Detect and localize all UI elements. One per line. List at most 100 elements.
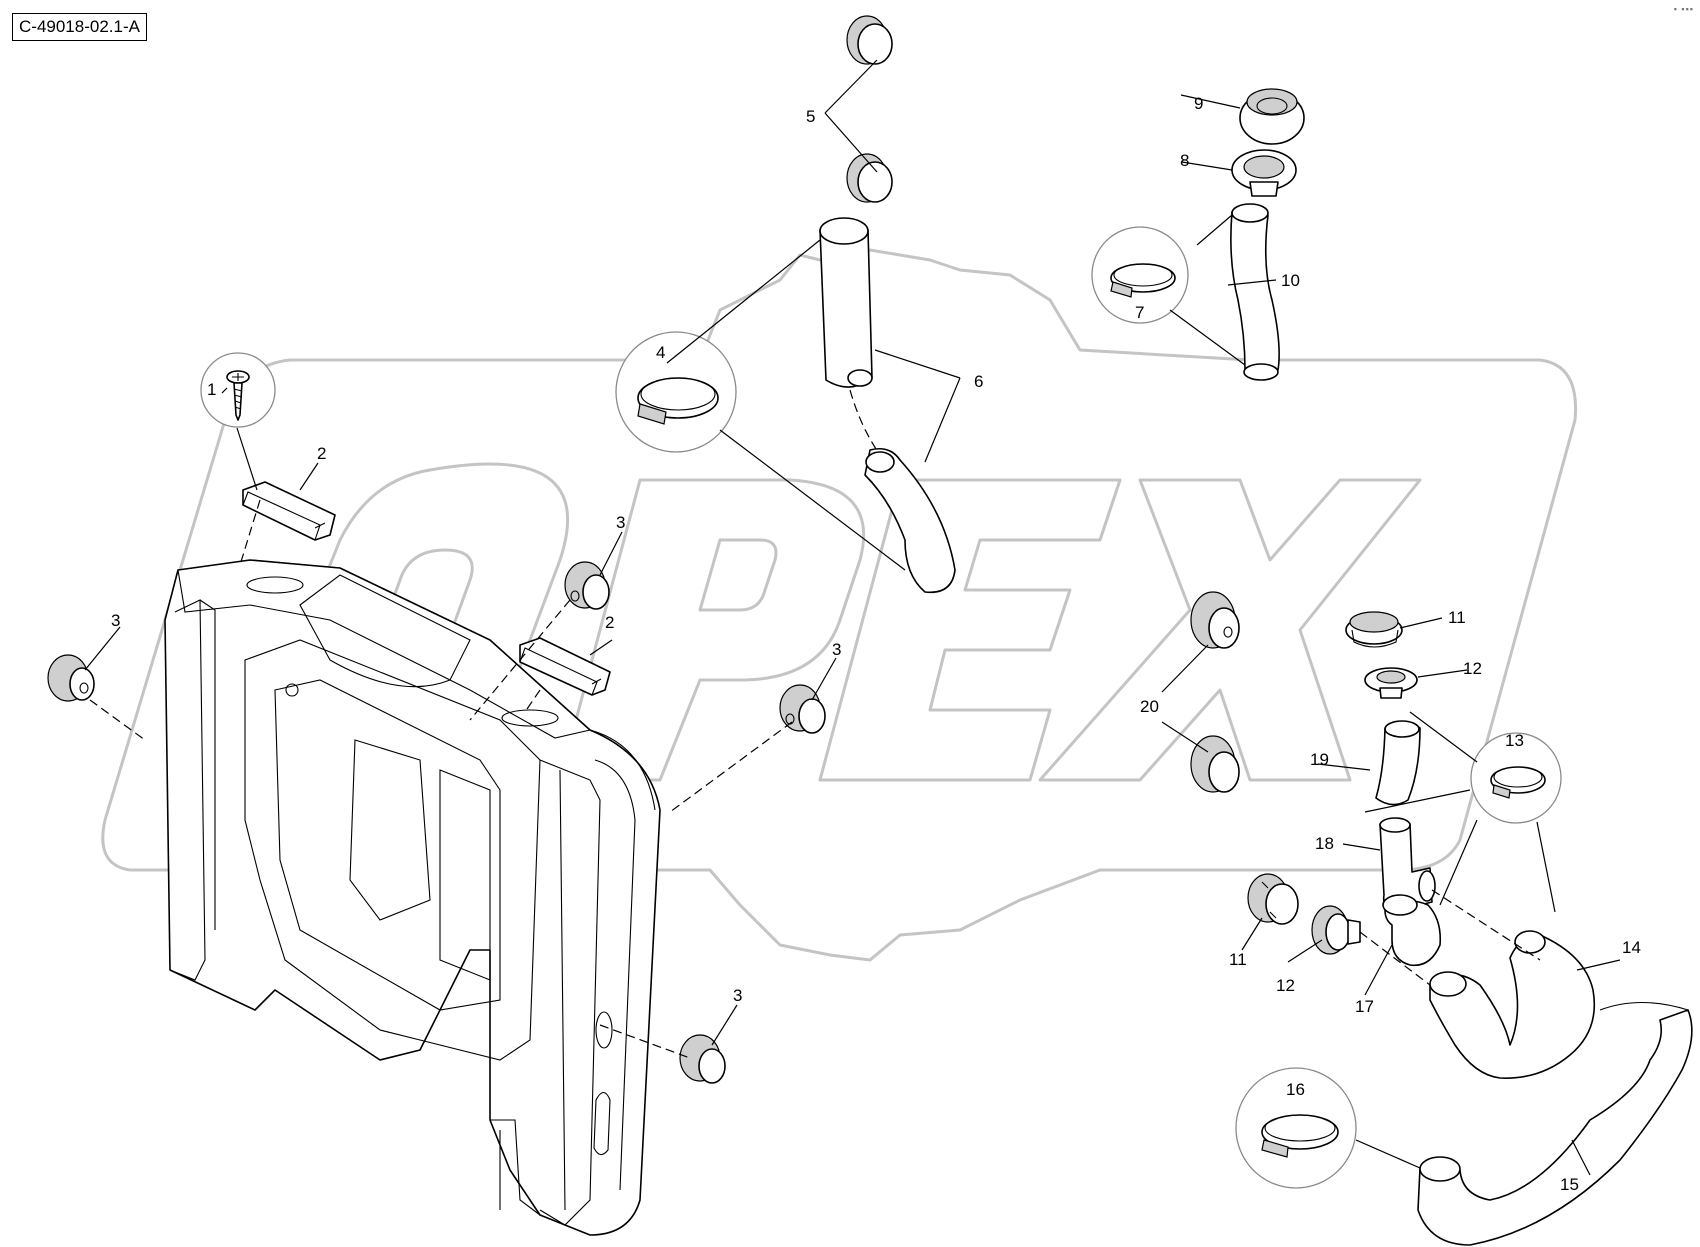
shroud-lower-tab <box>490 1119 541 1216</box>
adapter-neck <box>1347 919 1361 945</box>
clamp-band-inner <box>1493 766 1543 788</box>
callout-2: 2 <box>605 613 614 632</box>
shroud-inner-frame-2 <box>274 679 501 1011</box>
grommet-front <box>798 698 826 734</box>
hose-bottom-end <box>1243 363 1279 381</box>
shroud-inner-frame <box>244 639 541 1061</box>
callout-3: 3 <box>616 513 625 532</box>
part-5-cap-lower <box>846 153 893 203</box>
callout-12: 12 <box>1463 659 1482 678</box>
part-3-grommet-lower <box>679 1034 726 1084</box>
grommet-front <box>582 574 610 610</box>
callout-20: 20 <box>1140 697 1159 716</box>
watermark-letter-p <box>558 478 866 782</box>
shroud-inner-recess <box>349 739 491 981</box>
callout-7: 7 <box>1135 303 1144 322</box>
hose-body <box>1429 934 1596 1079</box>
shroud-lower-slot <box>593 1091 611 1156</box>
part-8-adapter <box>1231 149 1297 197</box>
drawing-reference-code: C-49018-02.1-A <box>12 13 147 41</box>
hose-top-end <box>819 217 869 245</box>
shroud-housing <box>164 559 661 1236</box>
callout-labels: 1 2 2 3 3 3 3 4 5 6 7 8 9 10 11 11 12 12… <box>111 94 1641 1194</box>
hose-connection-dashed <box>849 389 879 453</box>
elbow-end <box>1382 894 1418 916</box>
callout-3: 3 <box>832 640 841 659</box>
hose-end-right <box>1514 930 1546 954</box>
elbow-body <box>1384 900 1442 967</box>
shroud-small-hole <box>285 683 299 697</box>
adapter-neck <box>1379 687 1403 699</box>
callout-11: 11 <box>1229 950 1247 969</box>
clamp-screw <box>1110 281 1133 298</box>
clip-edge <box>242 491 326 541</box>
part-15-hose <box>1417 1001 1693 1246</box>
part-3-grommet-left <box>47 654 95 702</box>
callout-4: 4 <box>656 343 665 362</box>
hose-end-right <box>1599 1001 1689 1011</box>
cap-face <box>857 161 893 203</box>
callout-11: 11 <box>1448 608 1466 627</box>
hose-bend <box>864 447 956 594</box>
grommet-front <box>1208 751 1240 793</box>
watermark-letter-e <box>818 478 1122 782</box>
part-6-hose-upper <box>819 217 873 388</box>
part-3-grommet-middle <box>779 684 826 734</box>
part-20-grommet-upper <box>1190 591 1240 649</box>
part-6-hose-lower <box>849 389 956 594</box>
screw-thread <box>233 388 243 410</box>
shroud-left-leg <box>169 599 216 981</box>
callout-6: 6 <box>974 372 983 391</box>
callout-3: 3 <box>733 986 742 1005</box>
part-1-screw <box>200 352 276 428</box>
part-16-hose-clamp <box>1235 1067 1357 1189</box>
hose-bend-end <box>865 451 895 473</box>
shroud-center-bulge <box>299 574 471 688</box>
clamp-band-inner <box>1113 263 1173 287</box>
grommet-hole <box>1223 626 1233 638</box>
callout-13: 13 <box>1505 731 1524 750</box>
callout-16: 16 <box>1286 1080 1305 1099</box>
adapter-bore <box>1376 670 1406 684</box>
part-14-hose <box>1429 930 1596 1079</box>
watermark-letter-x <box>1038 478 1422 782</box>
hose-end-left <box>1429 971 1467 997</box>
shroud-slot-right <box>501 709 559 727</box>
hose-top-end <box>1231 203 1269 223</box>
part-20-grommet-lower <box>1190 735 1240 793</box>
callout-14: 14 <box>1622 938 1641 957</box>
callout-3: 3 <box>111 611 120 630</box>
corner-marker-icon: ▪ ▪▪▪ <box>1673 4 1694 14</box>
callout-10: 10 <box>1281 271 1300 290</box>
cap-inner <box>1256 97 1288 115</box>
tee-top-end <box>1379 817 1411 833</box>
part-17-elbow-hose <box>1382 894 1442 967</box>
grommet-front <box>698 1048 726 1084</box>
part-3-grommet-upper <box>564 561 610 610</box>
hose-top-end <box>1384 720 1420 738</box>
shroud-top-flange <box>177 559 592 739</box>
shroud-right-leg <box>539 759 601 1226</box>
part-19-hose <box>1375 720 1421 806</box>
shroud-outline <box>164 559 661 1236</box>
hose-bottom-end <box>847 369 873 387</box>
tee-side-end <box>1418 870 1436 902</box>
screw-head-slot <box>232 373 244 381</box>
callout-1: 1 <box>207 380 216 399</box>
hose-body <box>1417 1009 1693 1246</box>
part-4-hose-clamp <box>615 331 737 453</box>
clamp-screw <box>1261 1139 1289 1158</box>
part-2-clip-lower <box>519 637 611 696</box>
adapter-neck <box>1249 181 1279 197</box>
cap-side <box>1351 629 1399 648</box>
cap-ribs <box>1261 881 1277 919</box>
clamp-band-inner <box>1264 1114 1336 1142</box>
shroud-right-face <box>589 729 656 1191</box>
cap-face <box>1265 883 1299 925</box>
grommet-hole <box>570 590 580 602</box>
clip-edge <box>519 647 602 696</box>
clamp-band-inner <box>640 377 716 411</box>
callout-17: 17 <box>1355 997 1374 1016</box>
part-5-cap-upper <box>846 15 893 65</box>
